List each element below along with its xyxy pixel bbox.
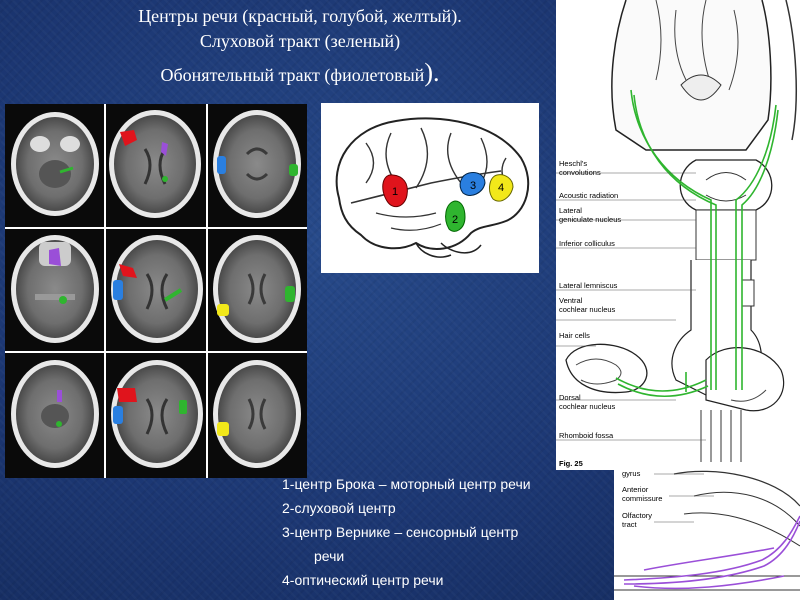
ct-scan-r3c1 bbox=[11, 360, 99, 468]
label-lateral-2: geniculate nucleus bbox=[559, 215, 621, 224]
olf-label-anterior-2: commissure bbox=[622, 494, 662, 503]
purple-olfactory-tract bbox=[623, 515, 800, 590]
ct-scan-r1c1 bbox=[11, 112, 99, 216]
olf-label-gyrus: gyrus bbox=[622, 469, 641, 478]
speech-centers-legend: 1-центр Брока – моторный центр речи 2-сл… bbox=[282, 472, 612, 592]
label-lateral-lemniscus: Lateral lemniscus bbox=[559, 281, 618, 290]
label-leaders bbox=[556, 172, 706, 441]
olf-label-anterior-1: Anterior bbox=[622, 485, 649, 494]
brain-label-1: 1 bbox=[392, 186, 398, 198]
label-fig: Fig. 25 bbox=[559, 459, 583, 468]
label-dorsal-2: cochlear nucleus bbox=[559, 402, 616, 411]
legend-item-3-cont: речи bbox=[314, 548, 345, 564]
title-line-2: Слуховой тракт (зеленый) bbox=[199, 31, 401, 51]
brain-svg: 1 2 3 4 bbox=[335, 117, 530, 258]
brain-lateral-diagram: 1 2 3 4 bbox=[321, 103, 539, 273]
ct-scan-r2c3 bbox=[213, 235, 301, 343]
brain-label-4: 4 bbox=[498, 182, 504, 194]
label-acoustic-radiation: Acoustic radiation bbox=[559, 191, 618, 200]
label-hair-cells: Hair cells bbox=[559, 331, 590, 340]
label-dorsal-1: Dorsal bbox=[559, 393, 581, 402]
olf-label-olfactory-1: Olfactory bbox=[622, 511, 652, 520]
ct-scan-grid bbox=[5, 104, 307, 478]
title-line-1: Центры речи (красный, голубой, желтый). bbox=[138, 6, 462, 26]
label-inferior-colliculus: Inferior colliculus bbox=[559, 239, 615, 248]
title-line-3-suffix: ). bbox=[424, 58, 440, 87]
legend-item-2: 2-слуховой центр bbox=[282, 500, 396, 516]
label-lateral-1: Lateral bbox=[559, 206, 582, 215]
ct-scan-r1c3 bbox=[213, 110, 301, 218]
label-heschl: Heschl's bbox=[559, 159, 587, 168]
ct-scan-r3c2 bbox=[111, 360, 203, 468]
slide-title: Центры речи (красный, голубой, желтый). … bbox=[40, 4, 560, 88]
ct-scan-r2c1 bbox=[11, 235, 99, 343]
title-line-3: Обонятельный тракт (фиолетовый). bbox=[40, 60, 560, 88]
legend-item-3: 3-центр Вернике – сенсорный центр bbox=[282, 524, 519, 540]
olf-label-olfactory-2: tract bbox=[622, 520, 638, 529]
ct-scans-svg bbox=[5, 104, 307, 478]
ct-scan-r3c3 bbox=[213, 360, 301, 468]
legend-item-1: 1-центр Брока – моторный центр речи bbox=[282, 476, 531, 492]
ct-scan-r1c2 bbox=[109, 110, 201, 218]
auditory-pathway-diagram: Heschl's convolutions Acoustic radiation… bbox=[556, 0, 800, 470]
label-ventral-2: cochlear nucleus bbox=[559, 305, 616, 314]
brain-label-2: 2 bbox=[452, 214, 458, 226]
olfactory-diagram: gyrus Anterior commissure Olfactory trac… bbox=[614, 466, 800, 600]
title-line-3-text: Обонятельный тракт (фиолетовый bbox=[160, 65, 425, 85]
olfactory-svg: gyrus Anterior commissure Olfactory trac… bbox=[614, 469, 800, 591]
green-auditory-tract bbox=[615, 89, 779, 398]
legend-item-4: 4-оптический центр речи bbox=[282, 572, 444, 588]
ct-scan-r2c2 bbox=[111, 235, 203, 343]
auditory-pathway-svg: Heschl's convolutions Acoustic radiation… bbox=[556, 0, 797, 468]
label-heschl-2: convolutions bbox=[559, 168, 601, 177]
brain-label-3: 3 bbox=[470, 180, 476, 192]
label-ventral-1: Ventral bbox=[559, 296, 583, 305]
label-rhomboid-fossa: Rhomboid fossa bbox=[559, 431, 614, 440]
